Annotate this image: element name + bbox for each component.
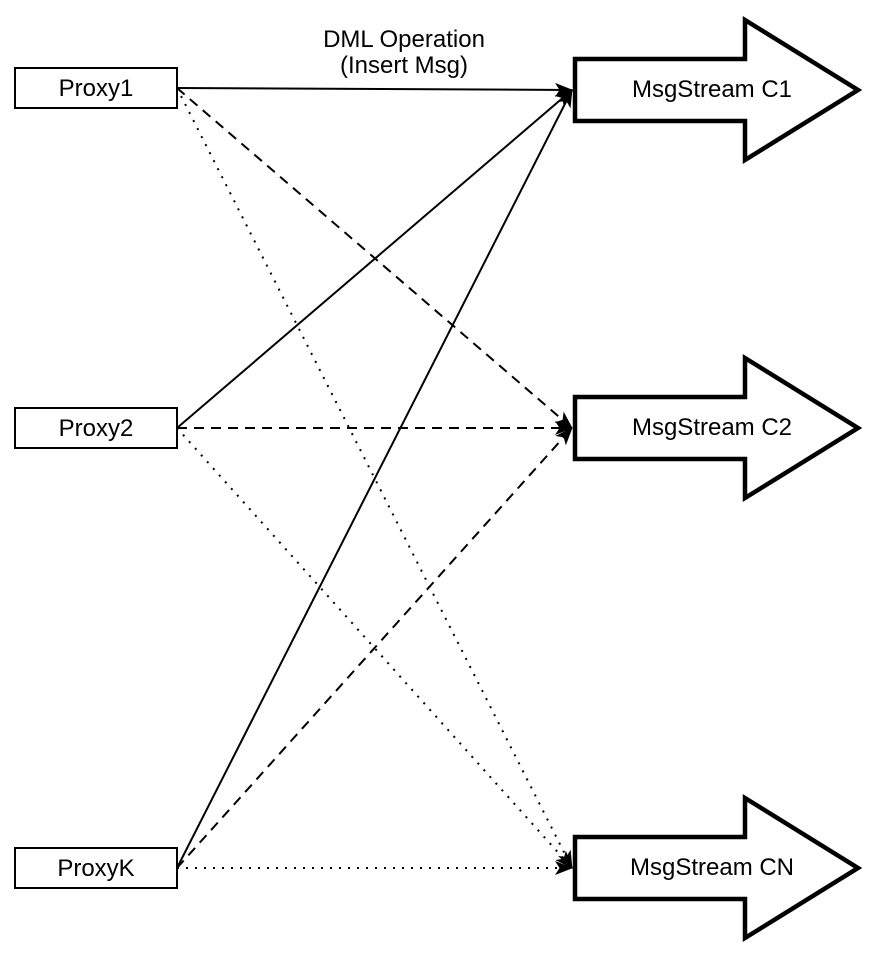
connection-proxy2-c1 xyxy=(176,89,573,429)
stream-c1-arrow-shape xyxy=(572,15,863,165)
dml-operation-annotation: DML Operation (Insert Msg) xyxy=(323,26,485,79)
connection-proxyk-c1 xyxy=(176,89,573,869)
stream-c1-label: MsgStream C1 xyxy=(632,76,792,103)
proxy1-label: Proxy1 xyxy=(59,75,134,102)
stream-cn-arrow-shape xyxy=(572,793,863,943)
proxy1-node: Proxy1 xyxy=(14,67,178,109)
stream-cn-label: MsgStream CN xyxy=(630,854,794,881)
stream-c2-arrow-shape xyxy=(572,353,863,503)
stream-c2-label: MsgStream C2 xyxy=(632,414,792,441)
dml-operation-label-line2: (Insert Msg) xyxy=(340,52,468,79)
proxyk-label: ProxyK xyxy=(57,855,134,882)
connection-proxy1-cn xyxy=(176,87,573,869)
proxy2-node: Proxy2 xyxy=(14,407,178,449)
connection-proxy1-c1 xyxy=(176,82,573,97)
connection-proxyk-c2 xyxy=(176,427,573,869)
stream-c1: MsgStream C1 xyxy=(572,15,863,165)
stream-cn: MsgStream CN xyxy=(572,793,863,943)
proxy1-box xyxy=(14,67,178,109)
proxyk-node: ProxyK xyxy=(14,847,178,889)
proxy2-label: Proxy2 xyxy=(59,415,134,442)
stream-c2: MsgStream C2 xyxy=(572,353,863,503)
dml-operation-label-line1: DML Operation xyxy=(323,26,485,53)
connections-layer xyxy=(176,82,573,875)
